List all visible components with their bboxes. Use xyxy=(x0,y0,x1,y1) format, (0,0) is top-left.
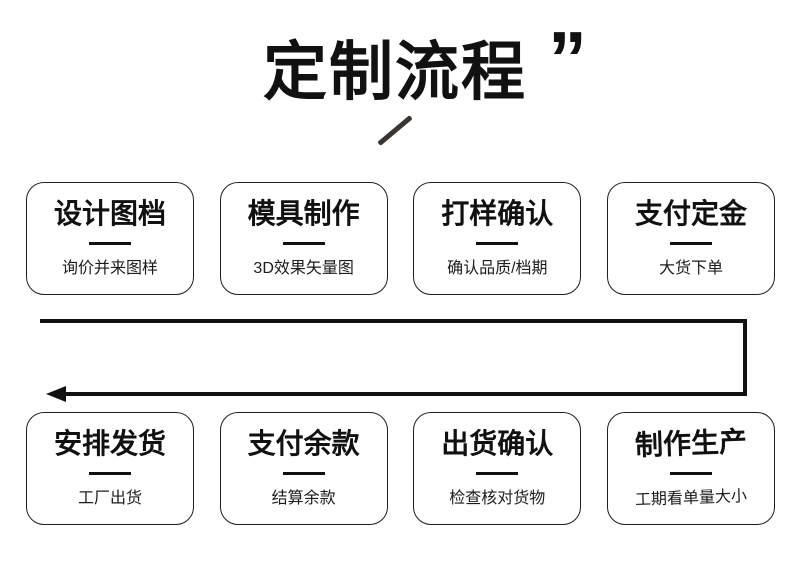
step-title: 设计图档 xyxy=(53,197,166,229)
slash-accent-icon xyxy=(377,115,413,146)
step-title: 打样确认 xyxy=(441,197,554,229)
step-subtitle: 大货下单 xyxy=(658,260,723,278)
title-block: 定制流程 ” xyxy=(0,20,790,110)
step-title: 安排发货 xyxy=(53,427,166,459)
step-subtitle: 工厂出货 xyxy=(77,490,142,508)
step-card-deposit: 支付定金 大货下单 xyxy=(606,182,775,295)
process-row-2: 安排发货 工厂出货 支付余款 结算余款 出货确认 检查核对货物 制作生产 工期看… xyxy=(26,412,775,525)
step-subtitle: 检查核对货物 xyxy=(449,490,546,508)
step-card-balance-payment: 支付余款 结算余款 xyxy=(219,412,388,525)
step-card-mold: 模具制作 3D效果矢量图 xyxy=(219,182,388,295)
step-subtitle: 询价并来图样 xyxy=(61,260,158,278)
step-divider xyxy=(669,242,712,246)
step-subtitle: 3D效果矢量图 xyxy=(253,260,354,278)
step-divider xyxy=(476,242,519,246)
step-divider xyxy=(89,472,131,476)
step-title: 支付定金 xyxy=(634,197,747,229)
step-title: 出货确认 xyxy=(441,427,554,459)
step-divider xyxy=(89,242,131,246)
step-divider xyxy=(282,242,325,246)
process-row-1: 设计图档 询价并来图样 模具制作 3D效果矢量图 打样确认 确认品质/档期 支付… xyxy=(26,182,775,295)
step-divider xyxy=(282,472,325,476)
step-divider xyxy=(669,472,712,476)
step-subtitle: 确认品质/档期 xyxy=(447,260,548,278)
step-subtitle: 工期看单量大小 xyxy=(634,488,748,510)
step-card-sample-confirm: 打样确认 确认品质/档期 xyxy=(413,182,582,295)
title-inner: 定制流程 ” xyxy=(263,20,587,110)
step-card-shipping: 安排发货 工厂出货 xyxy=(26,412,194,525)
step-subtitle: 结算余款 xyxy=(271,490,336,508)
step-card-design: 设计图档 询价并来图样 xyxy=(26,182,194,295)
step-title: 模具制作 xyxy=(247,197,360,229)
quote-mark-icon: ” xyxy=(548,15,587,103)
step-card-shipment-confirm: 出货确认 检查核对货物 xyxy=(413,412,582,525)
step-divider xyxy=(476,472,519,476)
step-title: 支付余款 xyxy=(247,427,360,459)
step-title: 制作生产 xyxy=(634,425,748,461)
page-title: 定制流程 xyxy=(263,36,527,108)
step-card-production: 制作生产 工期看单量大小 xyxy=(606,412,775,525)
